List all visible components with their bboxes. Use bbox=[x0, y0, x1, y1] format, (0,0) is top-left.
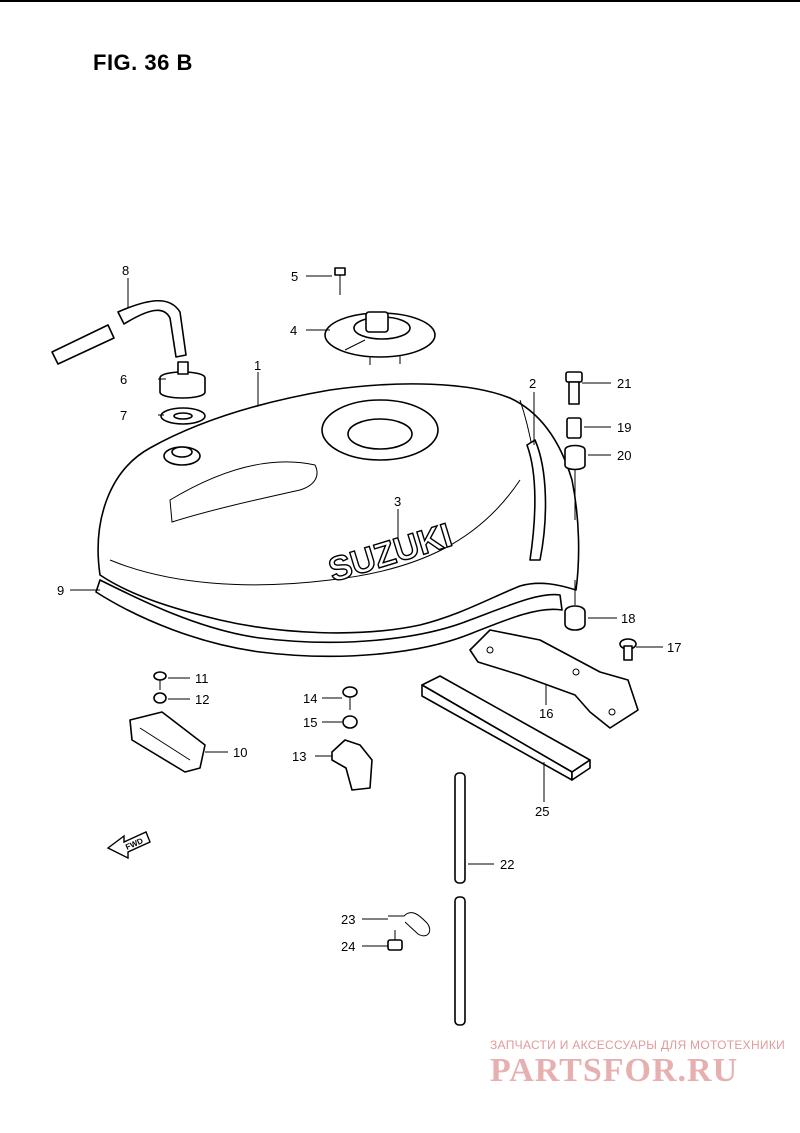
callout-24: 24 bbox=[341, 939, 355, 954]
callout-11: 11 bbox=[195, 671, 209, 686]
part-18-rear-cushion bbox=[564, 605, 586, 631]
callout-12: 12 bbox=[195, 692, 209, 707]
part-10-rubber-cushion bbox=[129, 711, 206, 773]
part-7-washer bbox=[160, 407, 206, 425]
part-12-washer bbox=[153, 692, 167, 704]
leader-lines bbox=[70, 275, 663, 947]
part-14-screw bbox=[342, 686, 358, 710]
watermark-logo: PARTSFOR.RU bbox=[490, 1052, 739, 1089]
callout-7: 7 bbox=[120, 408, 127, 423]
callout-numbers: 8 5 4 6 7 1 2 3 9 21 19 20 18 17 16 25 2… bbox=[57, 263, 681, 954]
part-24-screw bbox=[387, 930, 403, 951]
part-4-fuel-cap bbox=[324, 311, 436, 365]
part-15-washer bbox=[342, 715, 358, 729]
part-16-bracket bbox=[469, 629, 639, 729]
callout-4: 4 bbox=[290, 323, 297, 338]
callout-21: 21 bbox=[617, 376, 631, 391]
callout-9: 9 bbox=[57, 583, 64, 598]
callout-10: 10 bbox=[233, 745, 247, 760]
callout-5: 5 bbox=[291, 269, 298, 284]
part-13-clamp bbox=[331, 739, 373, 791]
part-2-side-trim bbox=[526, 439, 547, 561]
part-23-wire-clip bbox=[388, 912, 431, 937]
callout-20: 20 bbox=[617, 448, 631, 463]
callout-18: 18 bbox=[621, 611, 635, 626]
callout-15: 15 bbox=[303, 715, 317, 730]
part-21-bolt bbox=[565, 371, 583, 405]
callout-13: 13 bbox=[292, 749, 306, 764]
part-20-cushion bbox=[564, 444, 586, 471]
part-6-breather-cap bbox=[159, 361, 206, 399]
callout-8: 8 bbox=[122, 263, 129, 278]
callout-19: 19 bbox=[617, 420, 631, 435]
callout-14: 14 bbox=[303, 691, 317, 706]
part-22-drain-hose bbox=[454, 772, 466, 1026]
figure-title: FIG. 36 B bbox=[93, 50, 193, 75]
part-8-breather-hose bbox=[51, 300, 187, 365]
callout-1: 1 bbox=[254, 358, 261, 373]
fwd-arrow-icon: FWD bbox=[106, 831, 151, 860]
callout-6: 6 bbox=[120, 372, 127, 387]
callout-25: 25 bbox=[535, 804, 549, 819]
part-17-bolt bbox=[619, 638, 637, 661]
callout-16: 16 bbox=[539, 706, 553, 721]
part-5-cap-bolt bbox=[334, 267, 346, 295]
part-19-collar bbox=[566, 417, 582, 439]
part-25-foam-strip bbox=[421, 675, 591, 781]
callout-3: 3 bbox=[394, 494, 401, 509]
part-9-tank-bottom-rail bbox=[95, 579, 563, 658]
part-11-screw bbox=[153, 671, 167, 690]
watermark-tagline: ЗАПЧАСТИ И АКСЕССУАРЫ ДЛЯ МОТОТЕХНИКИ bbox=[490, 1038, 786, 1052]
callout-2: 2 bbox=[529, 376, 536, 391]
callout-22: 22 bbox=[500, 857, 514, 872]
callout-17: 17 bbox=[667, 640, 681, 655]
part-1-fuel-tank bbox=[97, 383, 580, 634]
callout-23: 23 bbox=[341, 912, 355, 927]
